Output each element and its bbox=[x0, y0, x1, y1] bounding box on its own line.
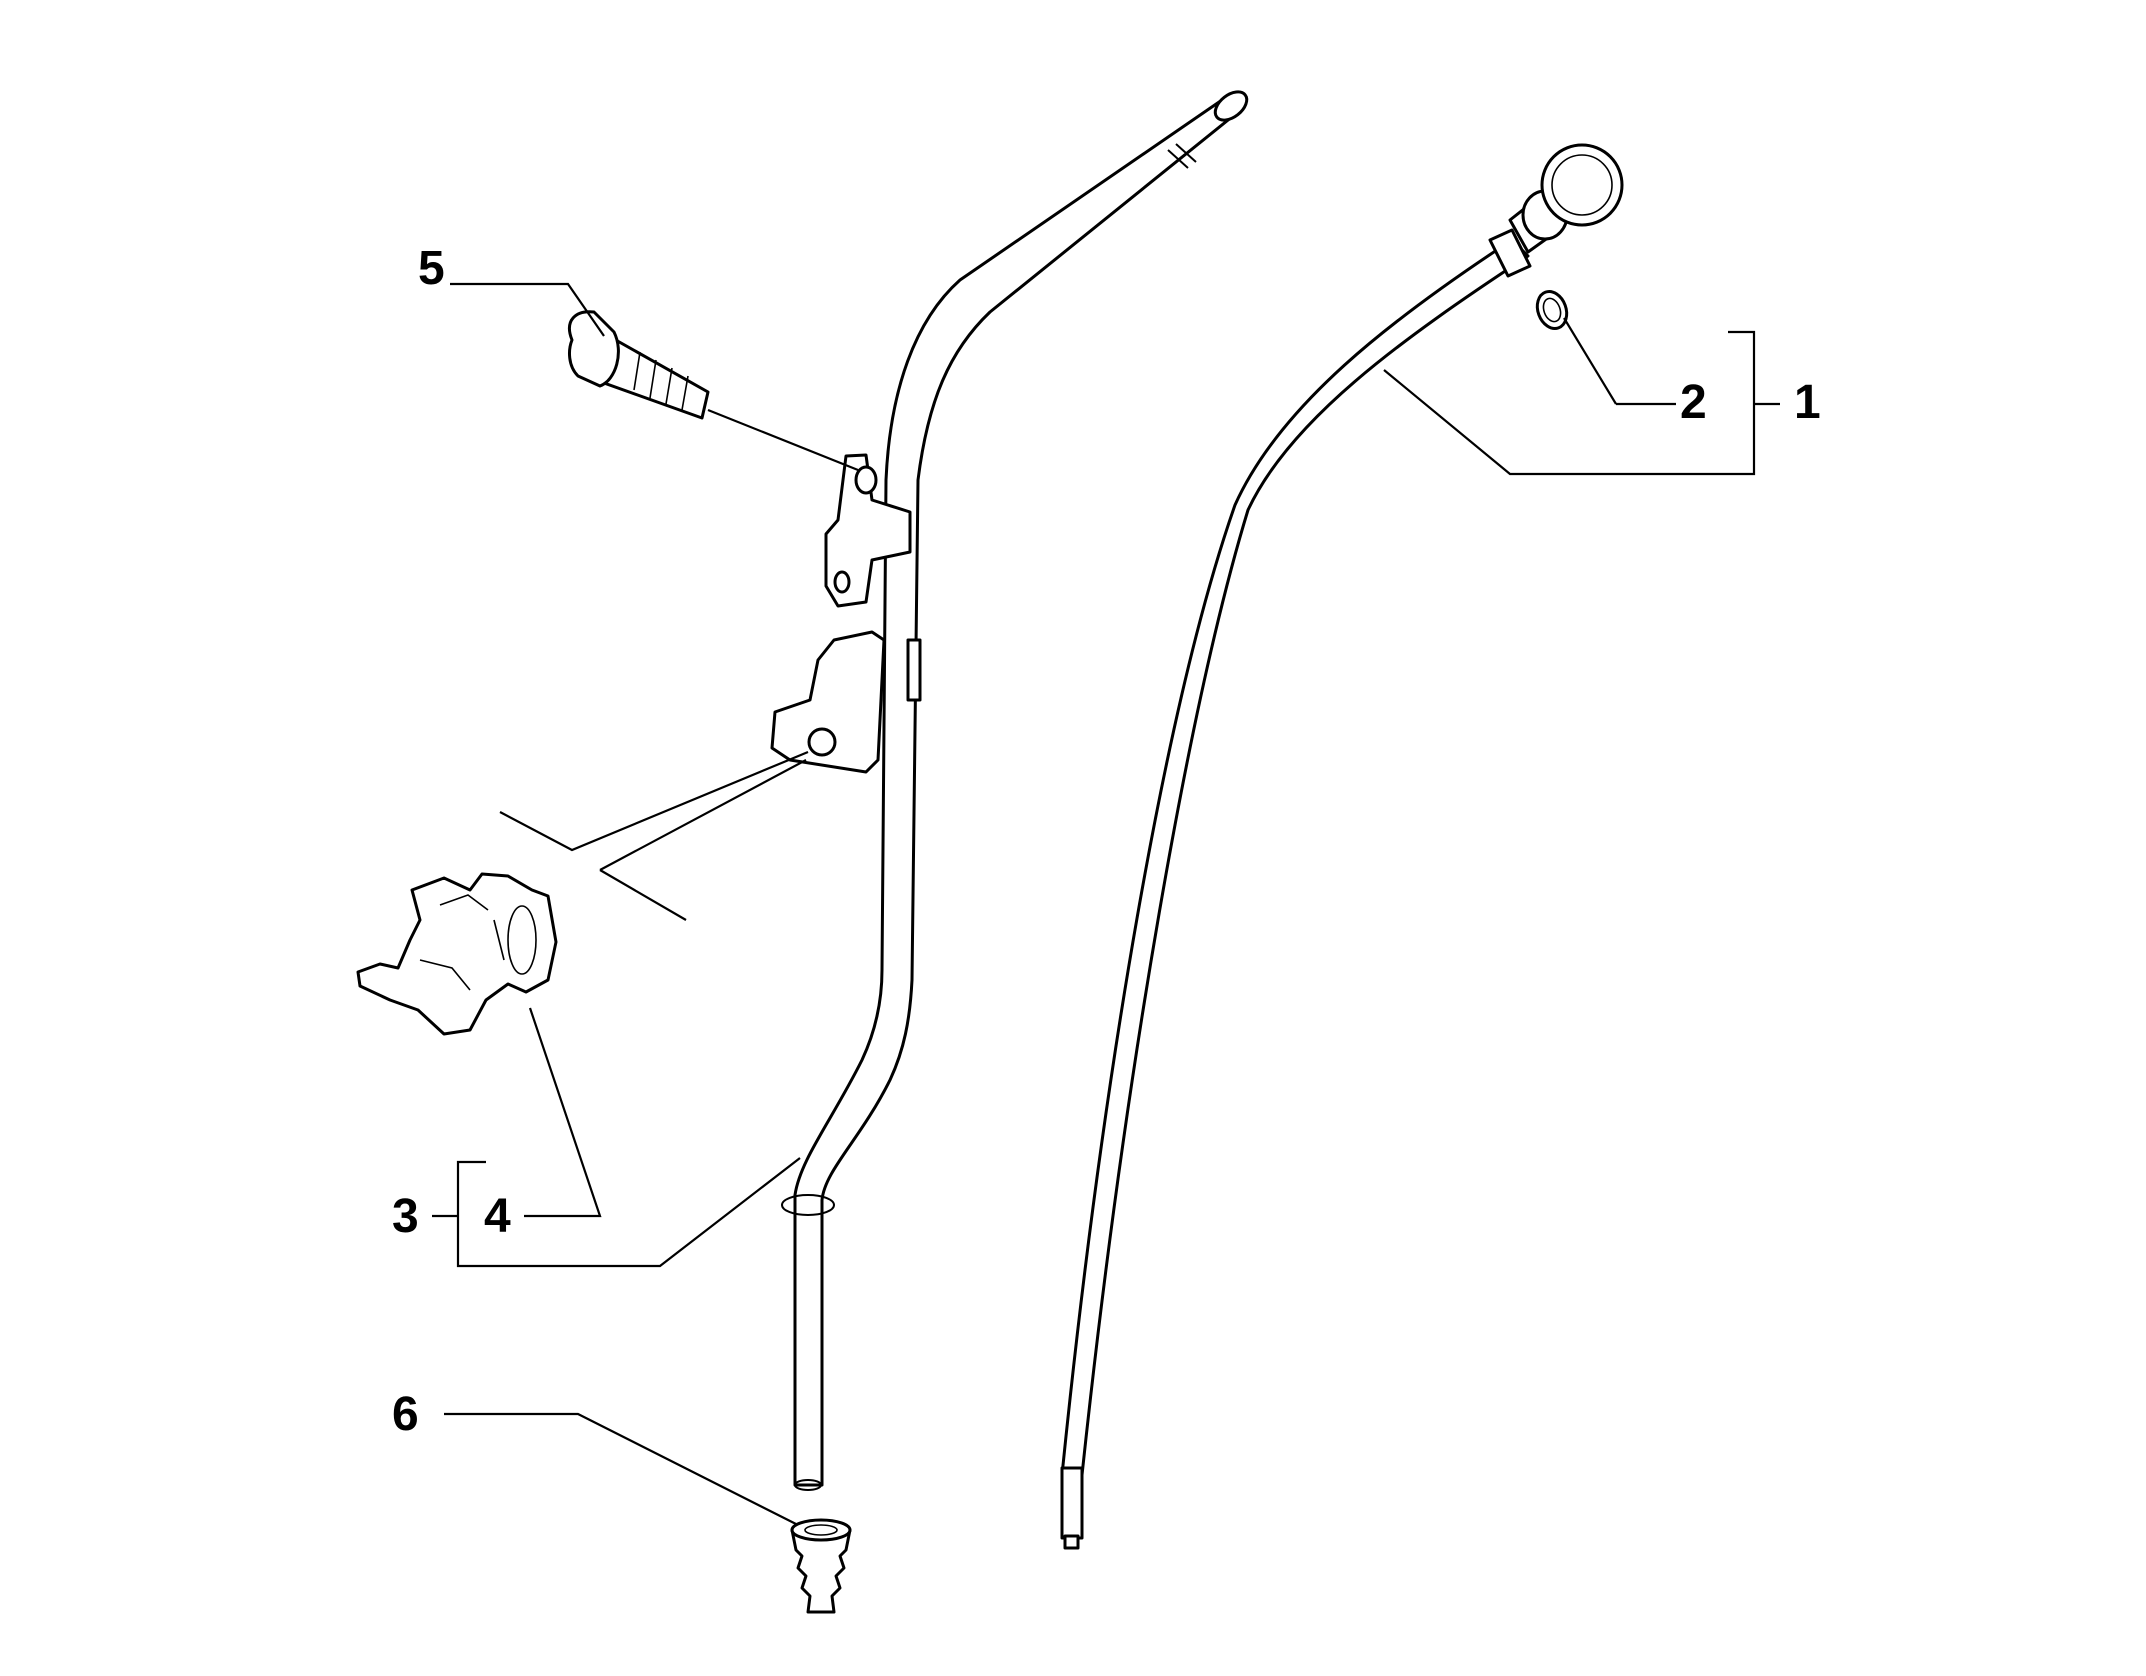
rubber-grommet bbox=[790, 1518, 852, 1614]
dipstick bbox=[1060, 143, 1624, 1550]
callout-4: 4 bbox=[484, 1190, 511, 1243]
hex-bolt bbox=[568, 310, 859, 472]
callout-5: 5 bbox=[418, 242, 445, 295]
lower-mounting-bracket bbox=[770, 630, 922, 774]
callout-3: 3 bbox=[392, 1190, 419, 1243]
callout-leaders bbox=[432, 282, 1780, 1525]
callout-1: 1 bbox=[1794, 376, 1821, 429]
o-ring bbox=[1535, 290, 1569, 330]
callout-6: 6 bbox=[392, 1388, 419, 1441]
callout-2: 2 bbox=[1680, 376, 1707, 429]
upper-mounting-bracket bbox=[824, 453, 912, 608]
retaining-clip bbox=[356, 872, 558, 1036]
dipstick-guide-tube bbox=[781, 90, 1249, 1491]
clip-alignment-lines bbox=[499, 750, 809, 921]
